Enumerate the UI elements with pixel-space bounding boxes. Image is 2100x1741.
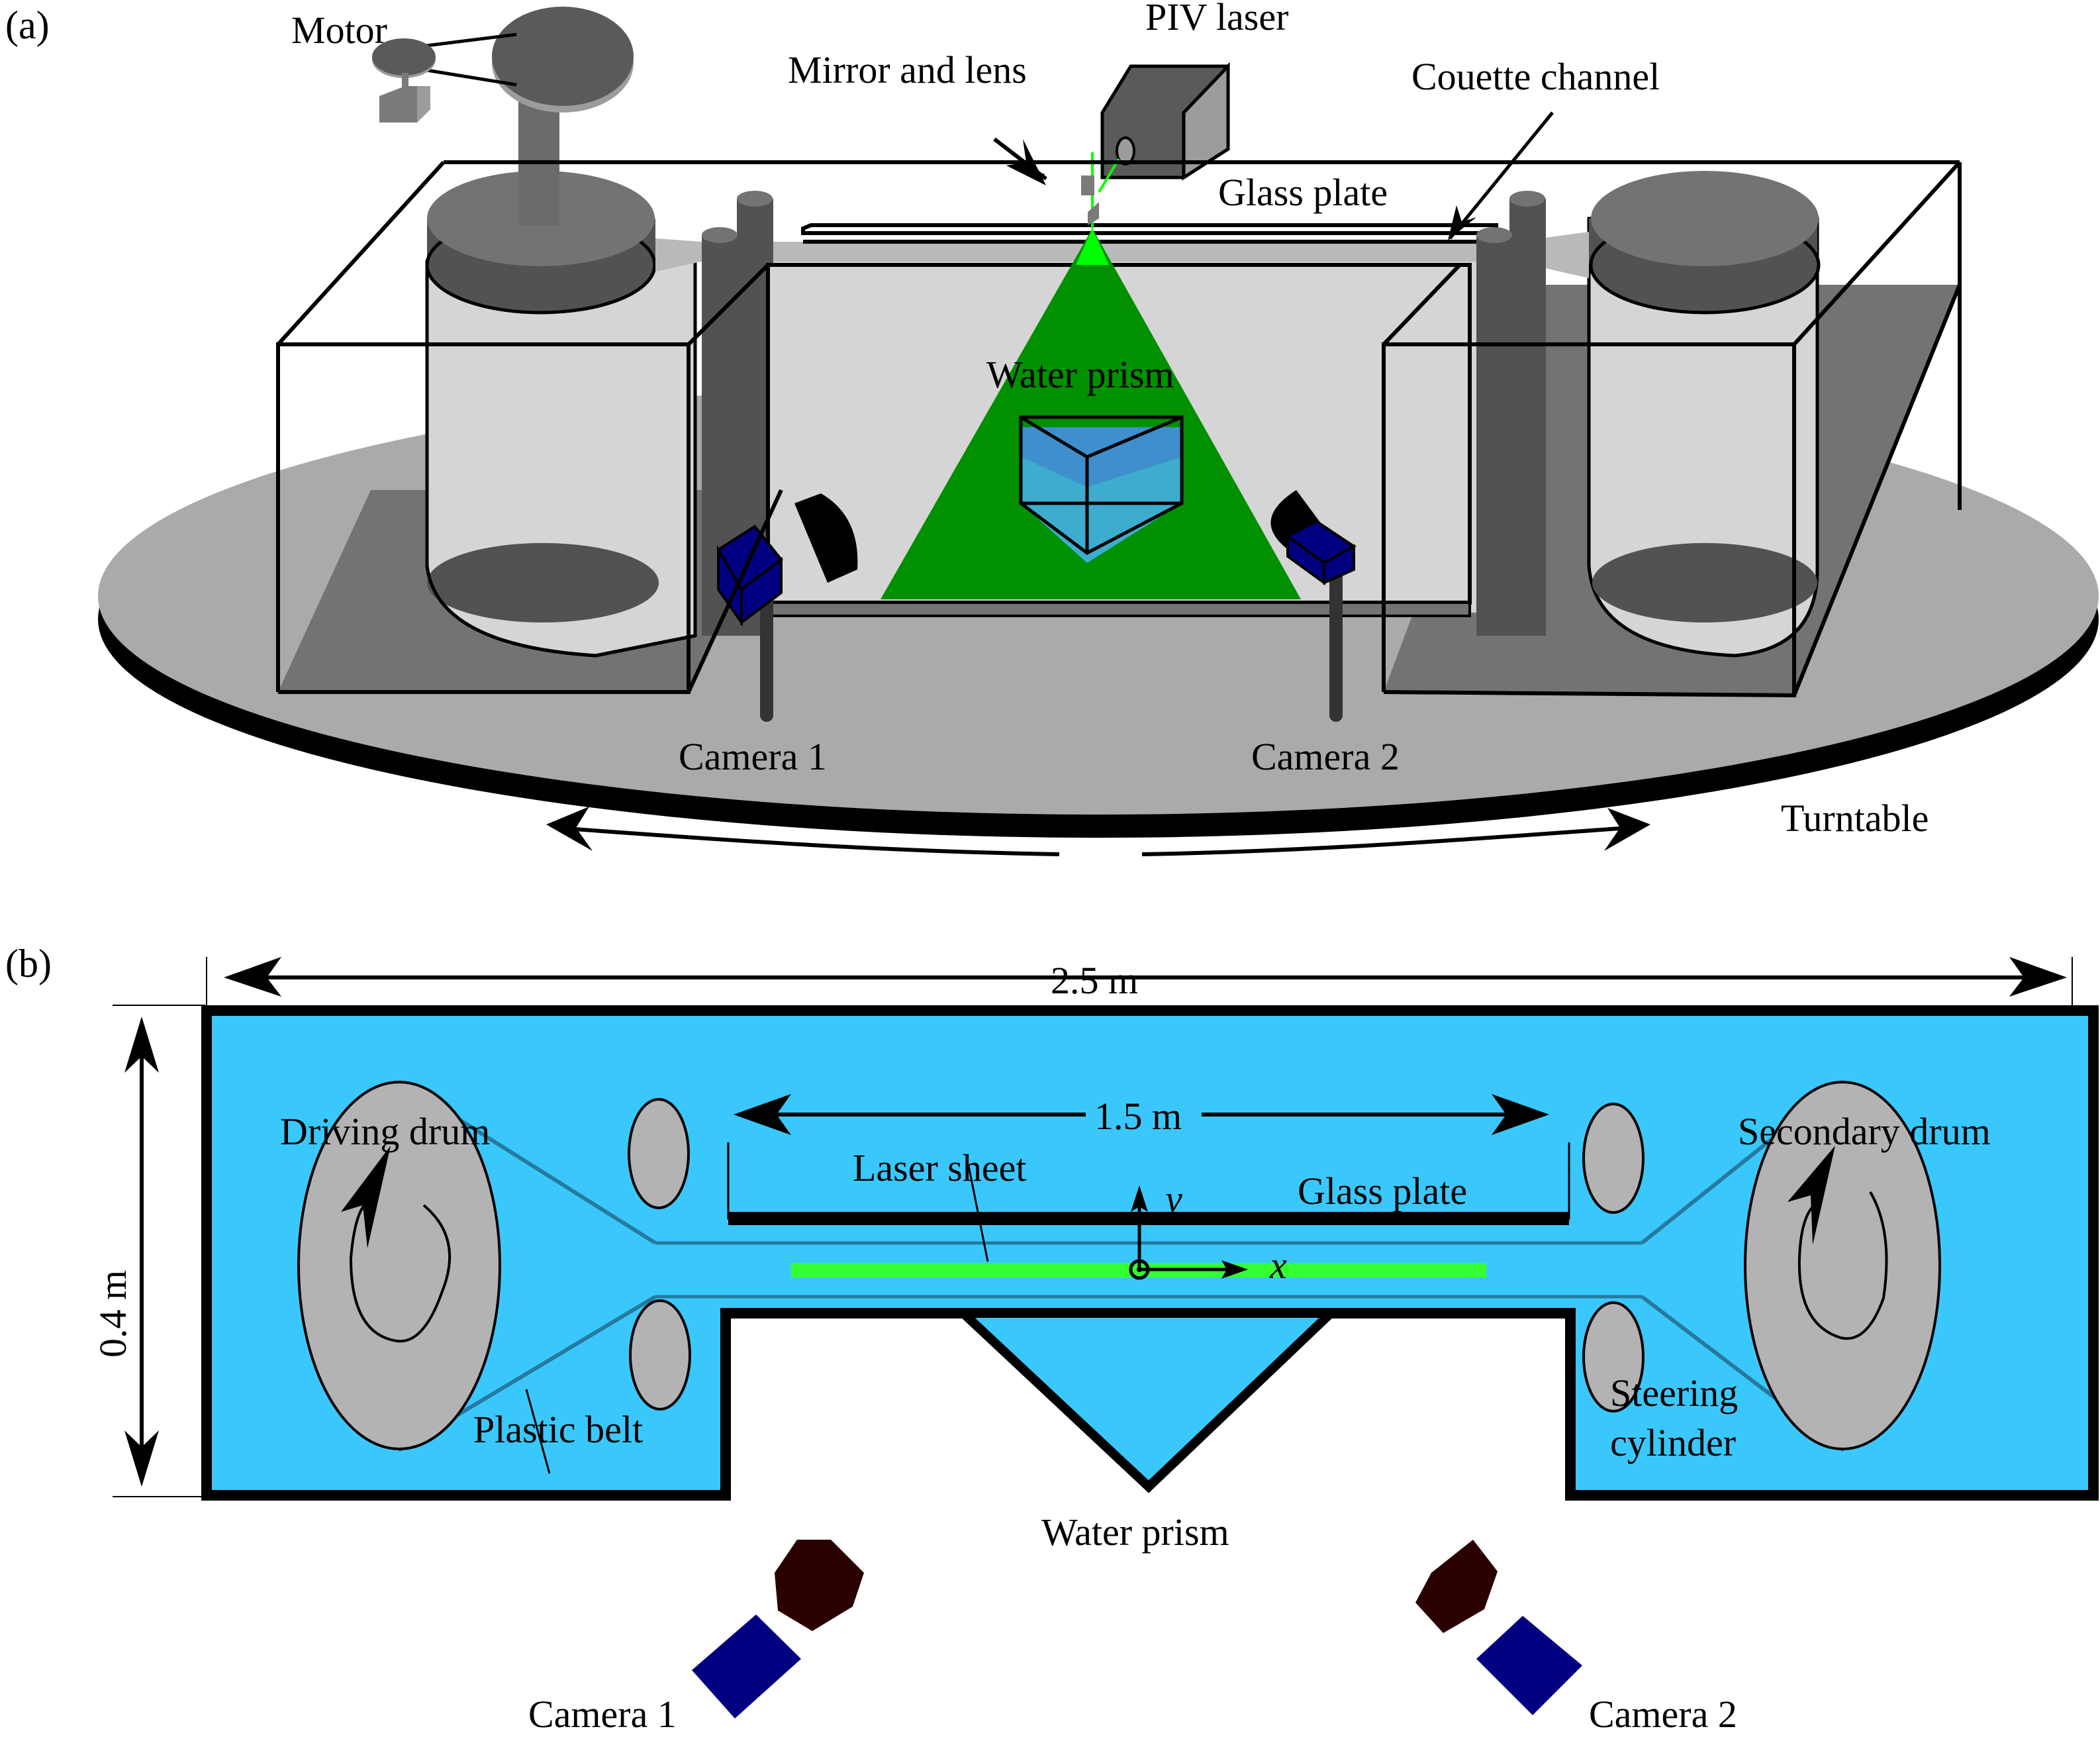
label-glass-plate-b: Glass plate [1298, 1169, 1467, 1213]
label-width: 0.4 m [91, 1270, 134, 1358]
label-motor: Motor [291, 9, 387, 52]
driving-drum [297, 1079, 657, 1474]
driving-drum-3d [372, 7, 702, 658]
secondary-drum [1641, 1079, 1941, 1452]
mirror-icon [1081, 175, 1094, 195]
label-driving-drum: Driving drum [280, 1110, 490, 1153]
label-plate-length: 1.5 m [1094, 1095, 1182, 1138]
steering-cylinder [628, 1098, 690, 1209]
steering-cylinder [1582, 1103, 1645, 1214]
steering-cylinder [629, 1299, 691, 1411]
label-steering-cylinder-2: cylinder [1610, 1421, 1736, 1464]
label-plastic-belt: Plastic belt [473, 1408, 643, 1451]
label-turntable: Turntable [1781, 797, 1929, 840]
label-camera-1-a: Camera 1 [679, 735, 827, 778]
label-glass-plate: Glass plate [1218, 171, 1388, 214]
label-piv-laser: PIV laser [1145, 0, 1288, 38]
label-steering-cylinder-1: Steering [1610, 1371, 1738, 1415]
label-secondary-drum: Secondary drum [1738, 1110, 1991, 1153]
label-water-prism-b: Water prism [1041, 1511, 1229, 1554]
coordinate-axes: y x [1129, 1177, 1287, 1287]
rotation-arrows [546, 807, 1650, 856]
dimension-1-5m [734, 1094, 791, 1135]
label-camera-2-b: Camera 2 [1589, 1693, 1737, 1736]
label-water-prism-a: Water prism [986, 353, 1174, 396]
tank-outline-right [1382, 160, 1962, 698]
piv-laser [1098, 62, 1230, 193]
label-camera-2-a: Camera 2 [1251, 735, 1400, 778]
steering-cylinder [1582, 1301, 1645, 1413]
panel-b-tag: (b) [5, 942, 52, 985]
rotation-icon [1797, 1191, 1888, 1340]
label-axis-y: y [1162, 1177, 1182, 1220]
rotation-icon [349, 1204, 452, 1343]
couette-pointer [1449, 111, 1554, 240]
label-total-length: 2.5 m [1051, 959, 1138, 1002]
water-prism-3d [1019, 415, 1184, 563]
label-laser-sheet: Laser sheet [853, 1146, 1026, 1189]
panel-a: (a) [5, 0, 2099, 856]
label-couette-channel: Couette channel [1411, 55, 1660, 98]
arrow-right-icon [1604, 808, 1650, 851]
camera-2-3d [1270, 490, 1357, 722]
arrow-left-icon [546, 807, 593, 851]
camera-1-b [692, 1540, 864, 1718]
label-mirror-and-lens: Mirror and lens [788, 48, 1027, 91]
tank-outline-left [276, 160, 1960, 694]
panel-b: (b) 2.5 m 0.4 m 1.5 m [5, 942, 2099, 1736]
label-axis-x: x [1269, 1244, 1287, 1287]
secondary-drum-3d [1516, 171, 1821, 658]
water-prism-b [951, 1309, 1343, 1493]
laser-cone [881, 228, 1301, 599]
glass-plate [801, 223, 1498, 244]
label-camera-1-b: Camera 1 [528, 1693, 677, 1736]
panel-a-tag: (a) [5, 3, 50, 47]
camera-2-b [1415, 1540, 1582, 1715]
